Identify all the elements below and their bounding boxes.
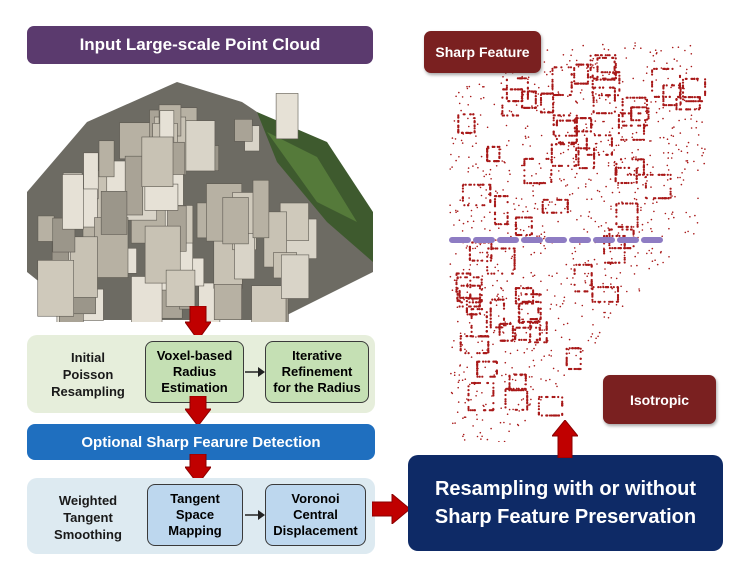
stage2-label: Weighted Tangent Smoothing	[54, 492, 122, 542]
voxel-radius-box: Voxel-based Radius Estimation	[145, 341, 244, 403]
point-cloud-result	[430, 22, 720, 442]
tag-sharp-feature: Sharp Feature	[424, 31, 541, 73]
down-arrow-1	[185, 306, 211, 340]
result-box: Resampling with or without Sharp Feature…	[408, 455, 723, 551]
city-buildings	[37, 93, 318, 322]
stage1-label: Initial Poisson Resampling	[51, 349, 125, 399]
sharp-detection-bar: Optional Sharp Fearure Detection	[27, 424, 375, 460]
iterative-refinement-box: Iterative Refinement for the Radius	[265, 341, 369, 403]
voronoi-displacement-box: Voronoi Central Displacement	[265, 484, 366, 546]
right-arrow-1	[244, 366, 266, 378]
tangent-space-box: Tangent Space Mapping	[147, 484, 243, 546]
city-photo	[27, 72, 373, 322]
down-arrow-2	[185, 396, 211, 426]
right-arrow-2	[244, 509, 266, 521]
input-title: Input Large-scale Point Cloud	[27, 26, 373, 64]
up-arrow	[552, 420, 578, 458]
tag-isotropic: Isotropic	[603, 375, 716, 424]
right-arrow-result	[372, 494, 410, 524]
down-arrow-3	[185, 454, 211, 484]
